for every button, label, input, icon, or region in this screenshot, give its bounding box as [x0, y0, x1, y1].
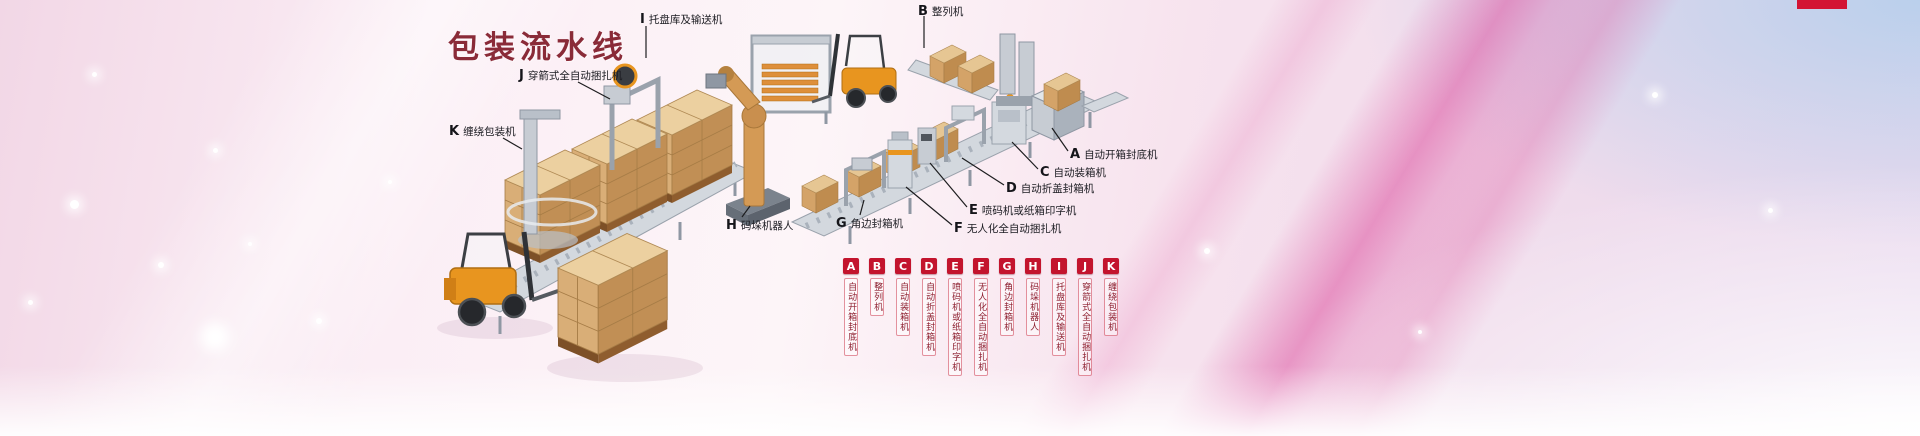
- legend-letter-badge: B: [869, 258, 885, 274]
- legend-item-F: F 无人化全自动捆扎机: [973, 258, 989, 376]
- forklift-left: [444, 231, 559, 327]
- machine-printer-E: [917, 127, 937, 165]
- legend-label: 角边封箱机: [999, 278, 1015, 336]
- sparkle: [248, 242, 252, 246]
- sparkle: [28, 300, 33, 305]
- legend-letter-badge: F: [973, 258, 989, 274]
- callout-letter: J: [519, 68, 524, 83]
- callout-letter: G: [836, 216, 847, 231]
- callout-G: G 角边封箱机: [836, 216, 903, 231]
- callout-label: 托盘库及输送机: [648, 14, 723, 26]
- legend-label: 穿箭式全自动捆扎机: [1077, 278, 1093, 376]
- legend-letter-badge: I: [1051, 258, 1067, 274]
- callout-D: D 自动折盖封箱机: [1006, 181, 1094, 196]
- callout-label: 自动折盖封箱机: [1020, 183, 1095, 195]
- callout-letter: F: [954, 221, 963, 236]
- legend-letter-badge: A: [843, 258, 859, 274]
- sparkle: [1768, 208, 1773, 213]
- callout-label: 整列机: [931, 6, 964, 18]
- callout-K: K 缠绕包装机: [449, 124, 516, 139]
- legend-letter-badge: H: [1025, 258, 1041, 274]
- legend-item-C: C 自动装箱机: [895, 258, 911, 336]
- legend-item-K: K 缠绕包装机: [1103, 258, 1119, 336]
- callout-A: A 自动开箱封底机: [1070, 147, 1158, 162]
- machine-wrapping-K: [506, 109, 598, 249]
- page-title: 包装流水线: [448, 30, 628, 66]
- callout-letter: K: [449, 124, 460, 139]
- forklift-top: [811, 33, 897, 108]
- background-white-bottom: [0, 366, 1920, 436]
- legend-label: 缠绕包装机: [1103, 278, 1119, 336]
- callout-letter: E: [969, 203, 978, 218]
- legend-label: 无人化全自动捆扎机: [973, 278, 989, 376]
- legend-label: 整列机: [869, 278, 885, 316]
- sparkle: [388, 180, 392, 184]
- sparkle: [70, 200, 79, 209]
- robot-palletizer-H: [705, 66, 790, 226]
- top-right-red-bar: [1797, 0, 1847, 9]
- legend-item-B: B 整列机: [869, 258, 885, 316]
- callout-label: 无人化全自动捆扎机: [966, 223, 1062, 235]
- machine-case-sealer-D: [944, 105, 986, 162]
- legend-item-E: E 喷码机或纸箱印字机: [947, 258, 963, 376]
- sparkle: [1204, 248, 1210, 254]
- callout-label: 自动装箱机: [1053, 167, 1107, 179]
- sparkle: [92, 72, 97, 77]
- machine-case-packer-C: [991, 94, 1027, 145]
- callout-I: I 托盘库及输送机: [640, 12, 722, 27]
- sparkle: [1652, 92, 1658, 98]
- callout-C: C 自动装箱机: [1040, 165, 1106, 180]
- callout-label: 自动开箱封底机: [1084, 149, 1158, 161]
- callout-J: J 穿箭式全自动捆扎机: [519, 68, 622, 83]
- callout-B: B 整列机: [918, 4, 963, 19]
- legend: A 自动开箱封底机 B 整列机 C 自动装箱机 D 自动折盖封箱机 E 喷码机或…: [843, 258, 1119, 376]
- callout-H: H 码垛机器人: [726, 218, 793, 233]
- callout-F: F 无人化全自动捆扎机: [954, 221, 1061, 236]
- sparkle: [316, 318, 322, 324]
- callout-letter: C: [1040, 165, 1050, 180]
- callout-letter: H: [726, 218, 737, 233]
- machine-case-opener-A: [1030, 72, 1130, 141]
- machine-corner-sealing-G: [844, 148, 886, 206]
- legend-label: 码垛机器人: [1025, 278, 1041, 336]
- callout-letter: D: [1006, 181, 1017, 196]
- legend-item-G: G 角边封箱机: [999, 258, 1015, 336]
- leader-lines: [502, 16, 1069, 226]
- legend-item-I: I 托盘库及输送机: [1051, 258, 1067, 356]
- legend-letter-badge: E: [947, 258, 963, 274]
- callout-E: E 喷码机或纸箱印字机: [969, 203, 1076, 218]
- legend-label: 自动装箱机: [895, 278, 911, 336]
- legend-letter-badge: G: [999, 258, 1015, 274]
- legend-item-A: A 自动开箱封底机: [843, 258, 859, 356]
- legend-item-H: H 码垛机器人: [1025, 258, 1041, 336]
- legend-letter-badge: C: [895, 258, 911, 274]
- legend-letter-badge: J: [1077, 258, 1093, 274]
- sparkle: [1418, 330, 1422, 334]
- legend-label: 自动折盖封箱机: [921, 278, 937, 356]
- machine-collator-B: [907, 33, 1040, 106]
- legend-item-J: J 穿箭式全自动捆扎机: [1077, 258, 1093, 376]
- legend-label: 喷码机或纸箱印字机: [947, 278, 963, 376]
- callout-letter: I: [640, 12, 645, 27]
- callout-label: 角边封箱机: [850, 218, 904, 230]
- sparkle: [213, 148, 218, 153]
- legend-label: 托盘库及输送机: [1051, 278, 1067, 356]
- callout-label: 码垛机器人: [740, 220, 794, 232]
- legend-letter-badge: D: [921, 258, 937, 274]
- sparkle: [158, 262, 164, 268]
- callout-label: 穿箭式全自动捆扎机: [527, 70, 623, 82]
- legend-letter-badge: K: [1103, 258, 1119, 274]
- legend-label: 自动开箱封底机: [843, 278, 859, 356]
- callout-letter: B: [918, 4, 928, 19]
- legend-item-D: D 自动折盖封箱机: [921, 258, 937, 356]
- machine-strapping-J: [603, 63, 661, 170]
- callout-letter: A: [1070, 147, 1081, 162]
- callout-label: 缠绕包装机: [463, 126, 516, 138]
- machine-strapping-F: [887, 131, 913, 189]
- callout-label: 喷码机或纸箱印字机: [981, 205, 1077, 217]
- sparkle: [204, 326, 226, 348]
